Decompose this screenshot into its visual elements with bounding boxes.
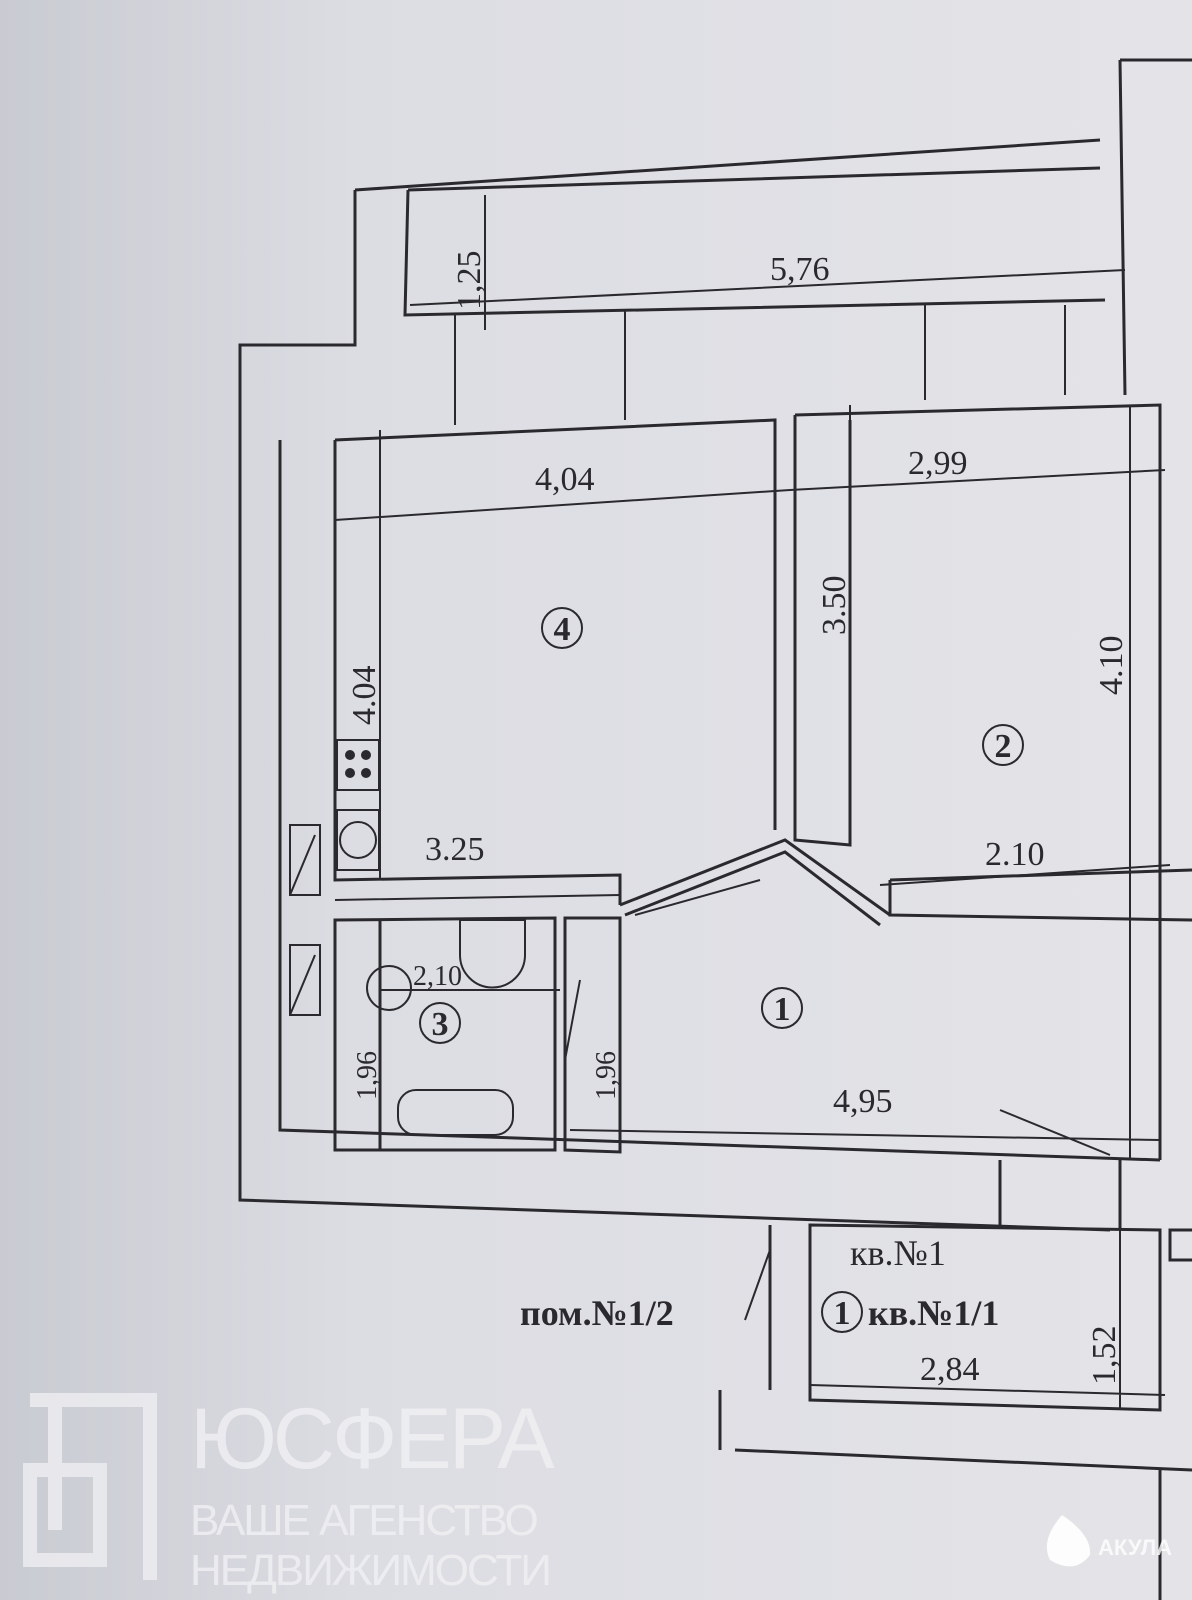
room-3-number: 3: [432, 1006, 449, 1043]
dim-storage-length: 1,52: [1086, 1326, 1123, 1386]
door-swing-icon: [564, 879, 1111, 1321]
agency-brand: ЮСФЕРА: [190, 1391, 555, 1487]
dim-bath-length: 1,96: [352, 1051, 383, 1100]
agency-tagline-1: ВАШЕ АГЕНСТВО: [190, 1496, 538, 1545]
stove-icon: [336, 739, 380, 791]
agency-tagline-2: НЕДВИЖИМОСТИ: [190, 1546, 550, 1595]
dim-bath-width: 2,10: [413, 961, 462, 992]
bathtub-icon: [397, 1089, 514, 1136]
toilet-icon: [366, 965, 412, 1011]
dim-balcony-length: 5,76: [770, 251, 830, 288]
dim-room4-length: 4.04: [346, 666, 383, 726]
premise-label: пом.№1/2: [520, 1293, 674, 1333]
room-1-number: 1: [774, 991, 791, 1028]
dim-corridor-length: 3.25: [425, 831, 485, 868]
dimension-labels: 1,25 5,76 4,04 2,99 3.50 4.10 4.04 3.25 …: [346, 251, 1130, 1389]
dim-room4-width: 4,04: [535, 461, 595, 498]
dim-hall-left: 1,96: [591, 1051, 622, 1100]
akula-watermark: АКУЛА: [1046, 1515, 1172, 1567]
walls: [238, 58, 1192, 1600]
dim-room2-length: 4.10: [1093, 636, 1130, 696]
apartment-label: кв.№1: [850, 1233, 946, 1273]
storage-apartment-label: кв.№1/1: [868, 1293, 999, 1333]
storage-room-number: 1: [834, 1295, 851, 1332]
akula-brand: АКУЛА: [1098, 1535, 1172, 1560]
radiator-icon: [289, 824, 321, 1016]
unit-labels: кв.№1 кв.№1/1 пом.№1/2: [520, 1233, 999, 1333]
dim-room1-width: 4,95: [833, 1083, 893, 1120]
akula-logo-icon: [1046, 1515, 1091, 1567]
dim-storage-width: 2,84: [920, 1351, 980, 1388]
dimension-lines: [334, 195, 1171, 1410]
agency-watermark: ЮСФЕРА ВАШЕ АГЕНСТВО НЕДВИЖИМОСТИ: [23, 1391, 558, 1595]
washbasin-icon: [459, 919, 526, 989]
room-2-number: 2: [995, 728, 1012, 765]
dim-balcony-depth: 1,25: [451, 251, 488, 311]
dim-room2-bottom: 2.10: [985, 836, 1045, 873]
agency-logo-icon: [23, 1393, 157, 1580]
dim-room2-inner: 3.50: [816, 576, 853, 636]
room-4-number: 4: [554, 611, 571, 648]
fixtures: [289, 739, 1111, 1321]
dim-room2-width: 2,99: [908, 445, 968, 482]
kitchen-sink-icon: [336, 809, 380, 871]
room-numbers: 4 2 3 1 1: [419, 607, 1024, 1333]
